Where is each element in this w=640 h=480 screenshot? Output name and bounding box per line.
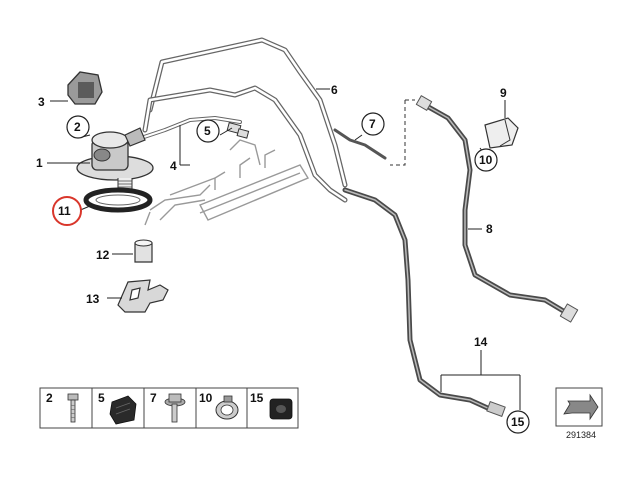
- bracket-9: [484, 117, 519, 149]
- callout-5-circle: [196, 119, 220, 143]
- callout-2-circle: [66, 115, 90, 139]
- fuel-hose-8: [415, 95, 579, 323]
- callout-2: 2: [74, 120, 81, 134]
- fuel-line-6-inner: [142, 85, 348, 203]
- sleeve-12: [134, 239, 153, 263]
- dashed-connectors: [390, 99, 415, 166]
- callout-12: 12: [96, 248, 110, 262]
- callout-13: 13: [86, 292, 100, 306]
- seal-ring-11: [83, 187, 153, 213]
- hose-clamp-icon: [215, 395, 239, 420]
- fuel-lines: [133, 37, 387, 203]
- callout-11: 11: [58, 204, 71, 218]
- high-pressure-pump: [76, 127, 154, 191]
- rubber-grommet-icon: [269, 398, 293, 420]
- reference-number: 291384: [566, 430, 596, 440]
- reference-box: 291384: [555, 387, 603, 440]
- fuel-rail: [144, 139, 310, 226]
- callout-5: 5: [204, 124, 211, 138]
- pipe-bracket-7: [333, 128, 387, 160]
- legend-item-10-number: 10: [199, 391, 213, 405]
- callout-7-circle: [361, 112, 385, 136]
- callout-10-circle: [474, 148, 498, 172]
- arrow-icon: [563, 393, 599, 421]
- small-parts-legend: 2 5 7 10 15: [39, 387, 299, 429]
- callout-7: 7: [369, 117, 376, 131]
- callout-15: 15: [511, 415, 525, 429]
- callout-14: 14: [474, 335, 488, 349]
- legend-item-2-number: 2: [46, 391, 53, 405]
- bracket-13: [117, 279, 169, 313]
- callout-1: 1: [36, 156, 43, 170]
- bolt-icon: [67, 393, 79, 423]
- callouts: 3 2 1 11 12 13 4 5 6 7 9 10 8 14 15: [36, 83, 530, 434]
- callout-11-circle: [52, 196, 82, 226]
- callout-10: 10: [479, 153, 493, 167]
- callout-9: 9: [500, 86, 507, 100]
- rubber-clip-icon: [109, 395, 137, 425]
- legend-item-15-number: 15: [250, 391, 264, 405]
- callout-6: 6: [331, 83, 338, 97]
- flange-bolt-icon: [164, 393, 186, 423]
- callout-4: 4: [170, 159, 177, 173]
- legend-item-5-number: 5: [98, 391, 105, 405]
- legend-item-7-number: 7: [150, 391, 157, 405]
- rail-clips-5: [226, 121, 250, 139]
- fuel-line-6-outer: [147, 37, 348, 188]
- callout-8: 8: [486, 222, 493, 236]
- plug-connector-3: [67, 71, 103, 105]
- callout-3: 3: [38, 95, 45, 109]
- callout-15-circle: [506, 410, 530, 434]
- high-pressure-hose: [342, 187, 506, 417]
